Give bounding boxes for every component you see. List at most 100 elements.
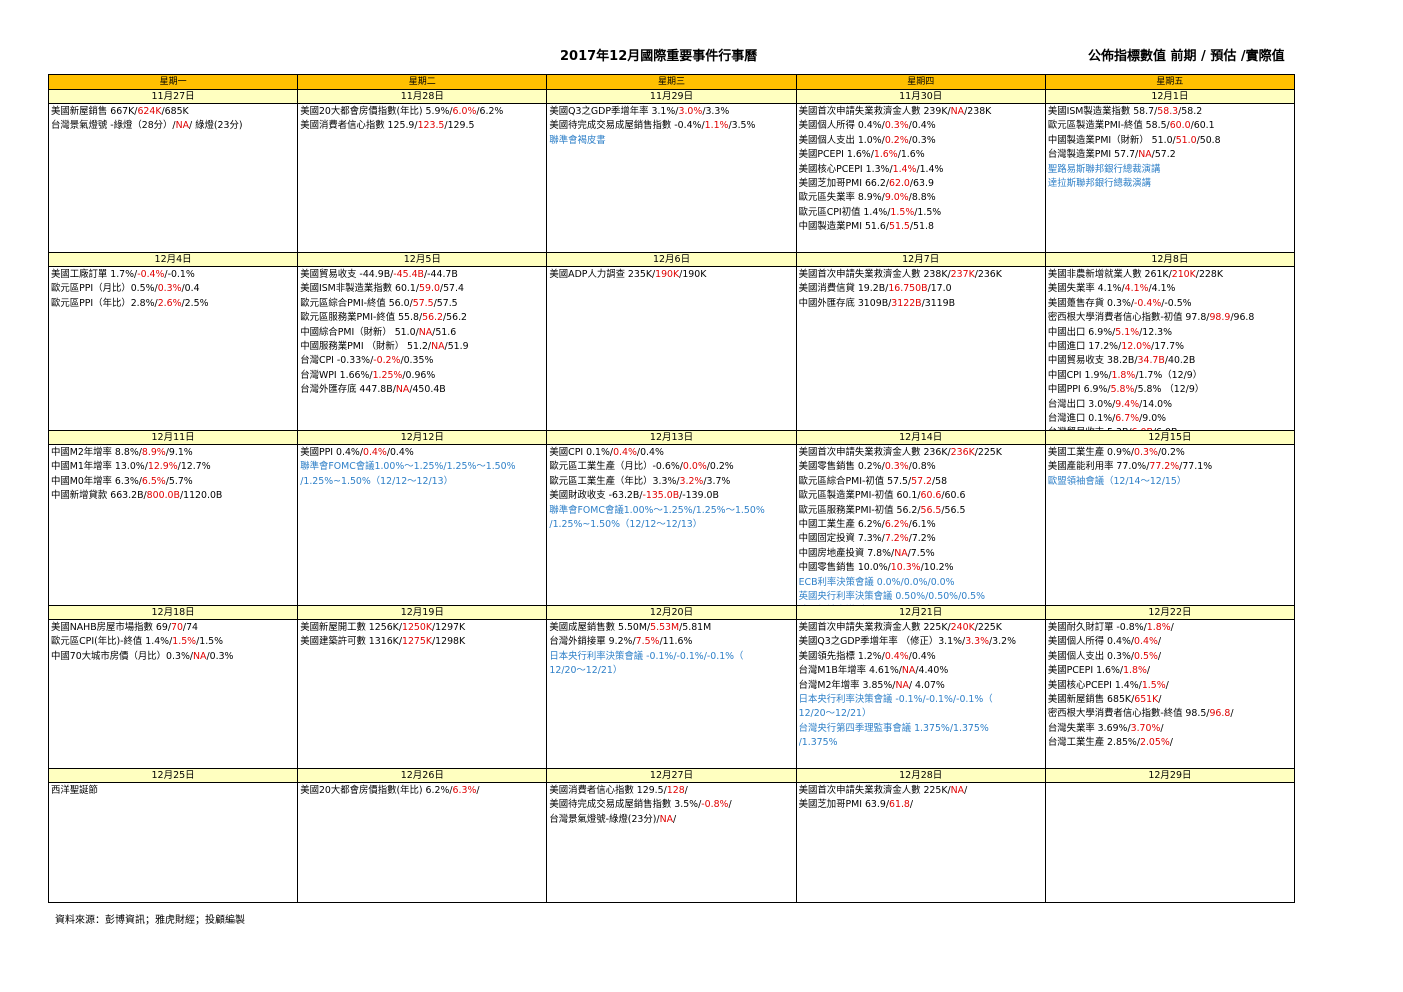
event-actual: / — [1158, 694, 1162, 706]
day-date: 12月27日 — [547, 769, 796, 783]
day-cell: 12月22日美國耐久財訂單 -0.8%/1.8%/美國個人所得 0.4%/0.4… — [1044, 606, 1295, 768]
event-previous: 歐元區PPI（月比）0.5%/ — [51, 283, 158, 295]
event-actual: /-0.1%（ — [703, 650, 744, 662]
event-item: 美國躉售存貨 0.3%/-0.4%/-0.5% — [1048, 297, 1292, 311]
day-cell: 12月28日美國首次申請失業救濟金人數 225K/NA/美國芝加哥PMI 63.… — [795, 769, 1045, 902]
day-cell: 12月15日美國工業生產 0.9%/0.3%/0.2%美國產能利用率 77.0%… — [1044, 431, 1295, 605]
event-actual: /63.9 — [909, 178, 934, 190]
event-forecast: 6.3% — [452, 785, 477, 796]
event-previous: 密西根大學消費者信心指數-終值 98.5/ — [1047, 708, 1210, 720]
event-item: 美國個人所得 0.4%/0.4%/ — [1048, 635, 1292, 649]
event-forecast: -0.8% — [701, 799, 729, 811]
event-item: 歐元區工業生產（年比）3.3%/3.2%/3.7% — [549, 475, 793, 489]
event-item: 美國成屋銷售數 5.50M/5.53M/5.81M — [549, 621, 793, 635]
event-actual: /12.7% — [177, 461, 211, 473]
event-actual: /1.5% — [196, 636, 224, 648]
event-actual: /0.3% — [206, 650, 234, 662]
event-actual: /17.0 — [927, 283, 952, 295]
event-actual: /11.6% — [659, 636, 693, 648]
event-list: 美國首次申請失業救濟金人數 225K/NA/美國芝加哥PMI 63.9/61.8… — [797, 783, 1045, 813]
event-item: 美國首次申請失業救濟金人數 239K/NA/238K — [799, 105, 1043, 119]
event-forecast: 57.2 — [911, 475, 933, 487]
event-forecast: NA — [901, 665, 916, 677]
event-actual: /0.4% — [908, 650, 936, 662]
event-item: 美國消費者信心指數 125.9/123.5/129.5 — [300, 119, 544, 133]
event-previous: 日本央行利率決策會議 -0.1%/ — [798, 694, 926, 706]
event-previous: 台灣景氣燈號 -綠燈（28分）/ — [51, 120, 176, 132]
event-actual: /6.2% — [476, 106, 504, 117]
event-actual: /190K — [679, 269, 707, 280]
day-date: 12月22日 — [1045, 606, 1295, 620]
event-forecast: 12.9% — [147, 461, 178, 473]
event-forecast: 236K — [950, 447, 975, 458]
event-forecast: 0.3% — [884, 120, 909, 132]
event-item: 中國服務業PMI （財新） 51.2/NA/51.9 — [300, 340, 544, 354]
event-forecast: 0.4% — [1134, 636, 1158, 648]
event-previous: /1.25%~1.50%（12/12～12/13） — [300, 475, 453, 487]
event-previous: 美國ADP人力調查 235K/ — [549, 269, 656, 280]
event-forecast: 128 — [666, 785, 685, 796]
event-previous: 美國Q3之GDP季增年率 3.1%/ — [549, 106, 679, 117]
event-forecast: 98.9 — [1209, 312, 1231, 324]
event-item: 歐元區PPI（月比）0.5%/0.3%/0.4 — [51, 282, 295, 296]
event-forecast: NA — [418, 326, 433, 338]
event-actual: /0.2% — [706, 461, 734, 473]
event-item: 美國新屋銷售 667K/624K/685K — [51, 105, 295, 119]
event-previous: 12/20～12/21） — [798, 708, 872, 720]
event-forecast: 10.3% — [890, 562, 921, 574]
event-item: 美國Q3之GDP季增年率 3.1%/3.0%/3.3% — [549, 105, 793, 119]
event-forecast: 7.2% — [884, 533, 909, 545]
event-forecast: 190K — [655, 269, 680, 280]
event-forecast: 1.8% — [1111, 369, 1136, 381]
event-item: 美國消費者信心指數 129.5/128/ — [549, 784, 793, 798]
event-item: 美國失業率 4.1%/4.1%/4.1% — [1048, 282, 1292, 296]
event-list: 美國工廠訂單 1.7%/-0.4%/-0.1%歐元區PPI（月比）0.5%/0.… — [49, 267, 297, 311]
event-actual: /57.4 — [439, 283, 464, 295]
event-actual: / — [1165, 679, 1169, 691]
event-actual: / — [1230, 708, 1234, 720]
event-item: 美國核心PCEPI 1.3%/1.4%/1.4% — [799, 163, 1043, 177]
event-previous: 美國成屋銷售數 5.50M/ — [549, 622, 651, 633]
event-item-meeting: /1.25%~1.50%（12/12～12/13） — [549, 518, 793, 532]
event-actual: /56.2 — [442, 312, 468, 324]
event-previous: 歐元區服務業PMI-初值 56.2/ — [798, 504, 921, 516]
event-actual: /450.4B — [409, 384, 446, 396]
event-item-meeting: /1.25%~1.50%（12/12～12/13） — [300, 475, 544, 489]
event-actual: /9.1% — [165, 447, 193, 458]
event-previous: 中國外匯存底 3109B/ — [798, 297, 892, 309]
event-item: 美國財政收支 -63.2B/-135.0B/-139.0B — [549, 489, 793, 503]
event-item: 歐元區製造業PMI-初值 60.1/60.6/60.6 — [799, 489, 1043, 503]
event-previous: 美國首次申請失業救濟金人數 238K/ — [798, 269, 951, 280]
event-forecast: 12.0% — [1121, 341, 1152, 353]
event-actual: /51.8 — [909, 221, 934, 233]
event-forecast: NA — [659, 813, 674, 825]
event-list: 美國ADP人力調查 235K/190K/190K — [547, 267, 795, 282]
event-forecast: NA — [894, 547, 908, 559]
event-item: 中國M2年增率 8.8%/8.9%/9.1% — [51, 446, 295, 460]
event-actual: /685K — [161, 106, 189, 117]
day-cell: 11月29日美國Q3之GDP季增年率 3.1%/3.0%/3.3%美國待完成交易… — [546, 90, 796, 252]
event-previous: 美國躉售存貨 0.3%/ — [1047, 297, 1135, 309]
event-actual: /3.2% — [989, 636, 1016, 648]
event-forecast: 1.4% — [892, 163, 917, 175]
event-item: 美國消費信貸 19.2B/16.750B/17.0 — [799, 282, 1043, 296]
event-previous: 美國零售銷售 0.2%/ — [798, 461, 885, 473]
event-actual: / — [1157, 650, 1162, 662]
event-forecast: 0.3% — [1134, 447, 1158, 458]
event-previous: 美國核心PCEPI 1.4%/ — [1047, 679, 1142, 691]
event-actual: /6.0B — [1153, 427, 1178, 430]
event-item: 台灣外匯存底 447.8B/NA/450.4B — [300, 383, 544, 397]
event-forecast: 51.5 — [889, 221, 910, 233]
event-item: 西洋聖誕節 — [51, 784, 295, 798]
day-date: 11月30日 — [796, 90, 1045, 104]
event-item: 美國零售銷售 0.2%/0.3%/0.8% — [799, 460, 1043, 474]
event-previous: /1.25%~1.50%（12/12～12/13） — [549, 519, 703, 531]
event-forecast: 1.8% — [1123, 665, 1147, 677]
event-list: 西洋聖誕節 — [49, 783, 297, 798]
event-previous: 美國20大都會房價指數(年比) 6.2%/ — [300, 785, 453, 796]
event-forecast: 1.25% — [372, 369, 403, 381]
